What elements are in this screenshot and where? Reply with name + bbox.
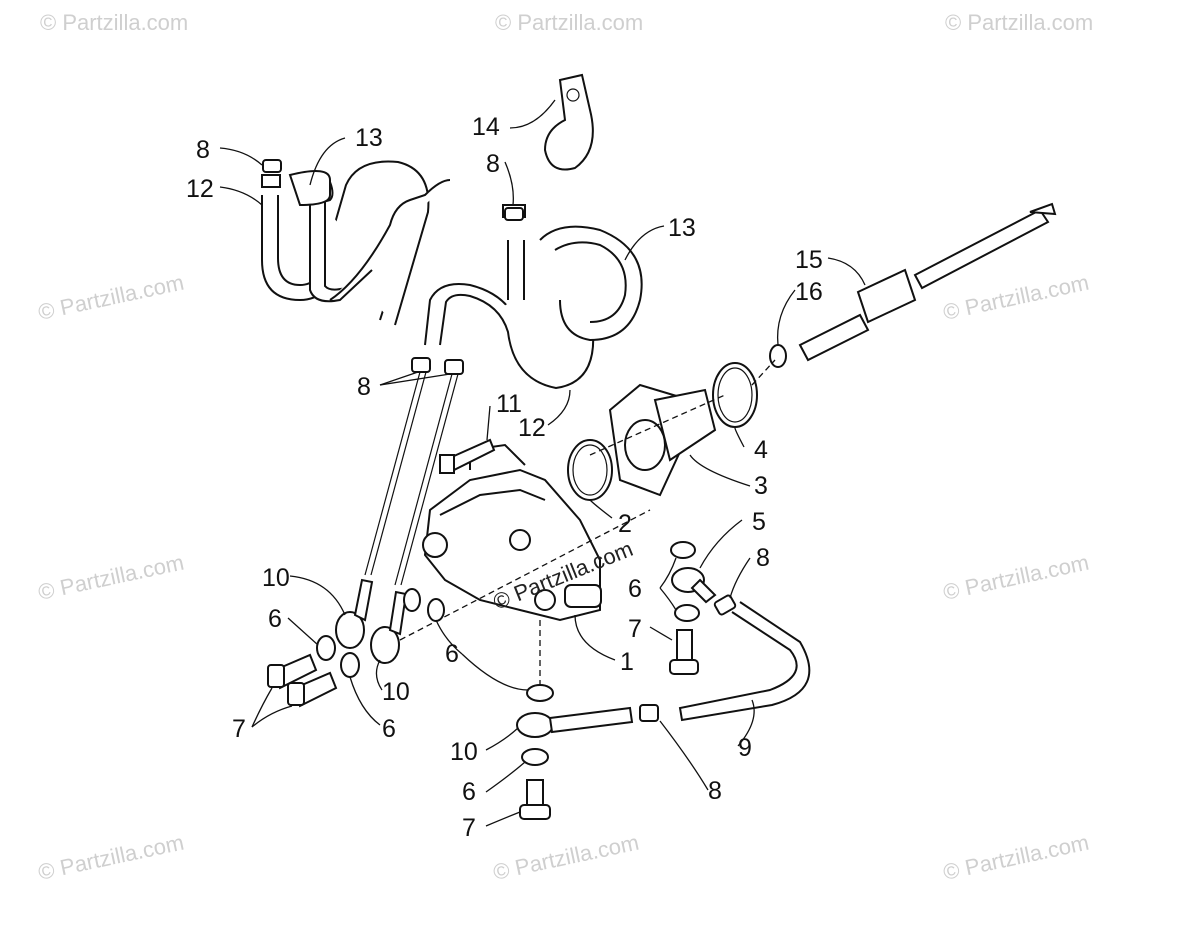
callout-2: 2 <box>618 510 632 538</box>
oil-pump-body <box>422 443 602 622</box>
callout-6: 6 <box>628 575 642 603</box>
callout-7: 7 <box>462 814 476 842</box>
watermark: © Partzilla.com <box>491 830 641 885</box>
o-rings <box>567 362 758 501</box>
banjo-fitting-5 <box>671 567 717 604</box>
bolts-7 <box>267 629 699 820</box>
callout-15: 15 <box>795 246 823 274</box>
hose-center-group <box>424 204 643 390</box>
callout-10: 10 <box>450 738 478 766</box>
watermark: © Partzilla.com <box>495 10 643 35</box>
callout-9: 9 <box>738 734 752 762</box>
watermark: © Partzilla.com <box>36 270 186 325</box>
shaft-15 <box>769 202 1057 368</box>
watermark: © Partzilla.com <box>36 550 186 605</box>
bracket-14 <box>543 73 594 171</box>
callout-1: 1 <box>620 648 634 676</box>
banjo-fitting-bottom <box>516 706 634 738</box>
watermark: © Partzilla.com <box>941 550 1091 605</box>
callout-12: 12 <box>518 414 546 442</box>
leader-lines <box>219 99 866 827</box>
callout-labels: 1 2 3 4 5 6 6 6 6 6 7 7 7 8 8 8 8 8 9 10… <box>186 113 823 842</box>
callout-8: 8 <box>486 150 500 178</box>
callout-7: 7 <box>628 615 642 643</box>
banjo-fittings-left <box>335 578 408 664</box>
callout-8: 8 <box>708 777 722 805</box>
hose-clamps-lower <box>262 159 737 722</box>
watermark: © Partzilla.com <box>941 830 1091 885</box>
callout-6: 6 <box>445 640 459 668</box>
callout-6: 6 <box>382 715 396 743</box>
callout-4: 4 <box>754 436 768 464</box>
callout-10: 10 <box>262 564 290 592</box>
watermark: © Partzilla.com <box>36 830 186 885</box>
callout-8: 8 <box>196 136 210 164</box>
oil-lines <box>364 371 459 586</box>
callout-6: 6 <box>268 605 282 633</box>
callout-14: 14 <box>472 113 500 141</box>
callout-6: 6 <box>462 778 476 806</box>
callout-3: 3 <box>754 472 768 500</box>
pump-housing-3 <box>608 383 717 497</box>
watermark: © Partzilla.com <box>40 10 188 35</box>
callout-16: 16 <box>795 278 823 306</box>
callout-13: 13 <box>355 124 383 152</box>
callout-11: 11 <box>496 390 522 418</box>
callout-5: 5 <box>752 508 766 536</box>
callout-8: 8 <box>756 544 770 572</box>
hose-clamps-upper <box>411 357 464 375</box>
watermark: © Partzilla.com <box>941 270 1091 325</box>
washers <box>316 541 700 766</box>
hose-left-group <box>261 160 451 326</box>
callout-12: 12 <box>186 175 214 203</box>
callout-13: 13 <box>668 214 696 242</box>
callout-10: 10 <box>382 678 410 706</box>
callout-8: 8 <box>357 373 371 401</box>
bolt-11 <box>439 438 496 474</box>
watermark: © Partzilla.com <box>945 10 1093 35</box>
hose-9 <box>678 601 811 722</box>
callout-7: 7 <box>232 715 246 743</box>
